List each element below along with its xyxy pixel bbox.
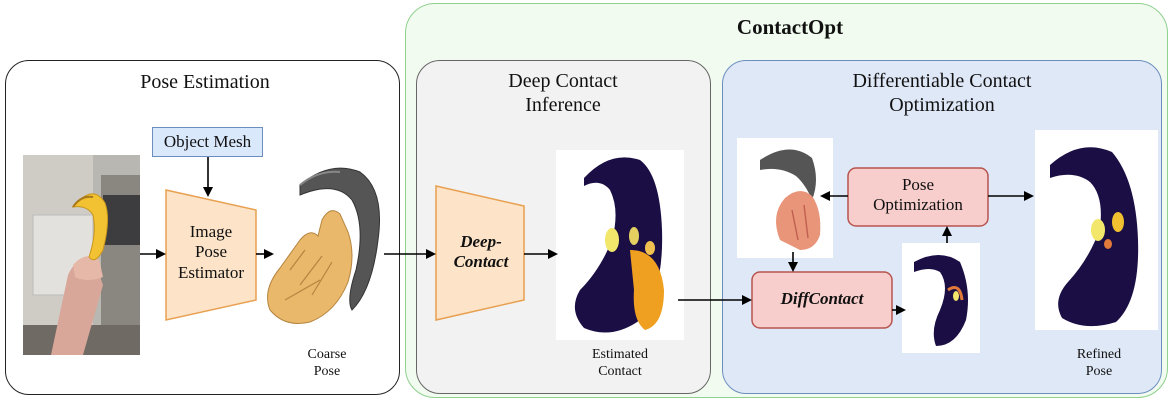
refined-pose-caption: Refined Pose — [1076, 347, 1122, 379]
estimated-contact-mesh — [574, 157, 664, 333]
object-mesh-label: Object Mesh — [163, 132, 252, 151]
diffcontact-label: DiffContact — [780, 289, 864, 308]
deep-contact-block — [435, 185, 525, 321]
coarse-pose-caption: Coarse Pose — [307, 347, 347, 379]
coarse-pose-mesh — [267, 167, 381, 324]
image-pose-estimator-label: Image Pose Estimator — [177, 222, 245, 282]
pose-optimization-block — [847, 167, 989, 227]
pose-estimation-title: Pose Estimation — [140, 71, 270, 93]
diffcontact-mesh — [914, 255, 968, 346]
pose-optimization-label: Pose Optimization — [873, 175, 963, 215]
diff-opt-title: Differentiable Contact Optimization — [852, 70, 1032, 116]
optimization-hand-mesh — [760, 149, 821, 250]
input-photo — [23, 155, 140, 355]
image-pose-estimator-block — [165, 189, 257, 321]
estimated-contact-caption: Estimated Contact — [592, 347, 648, 379]
deep-contact-title: Deep Contact Inference — [508, 70, 618, 116]
diffcontact-block — [751, 271, 893, 329]
deep-contact-label: Deep- Contact — [453, 232, 509, 272]
refined-pose-mesh — [1050, 147, 1139, 327]
object-mesh-box — [152, 127, 263, 157]
contactopt-title: ContactOpt — [736, 15, 844, 39]
